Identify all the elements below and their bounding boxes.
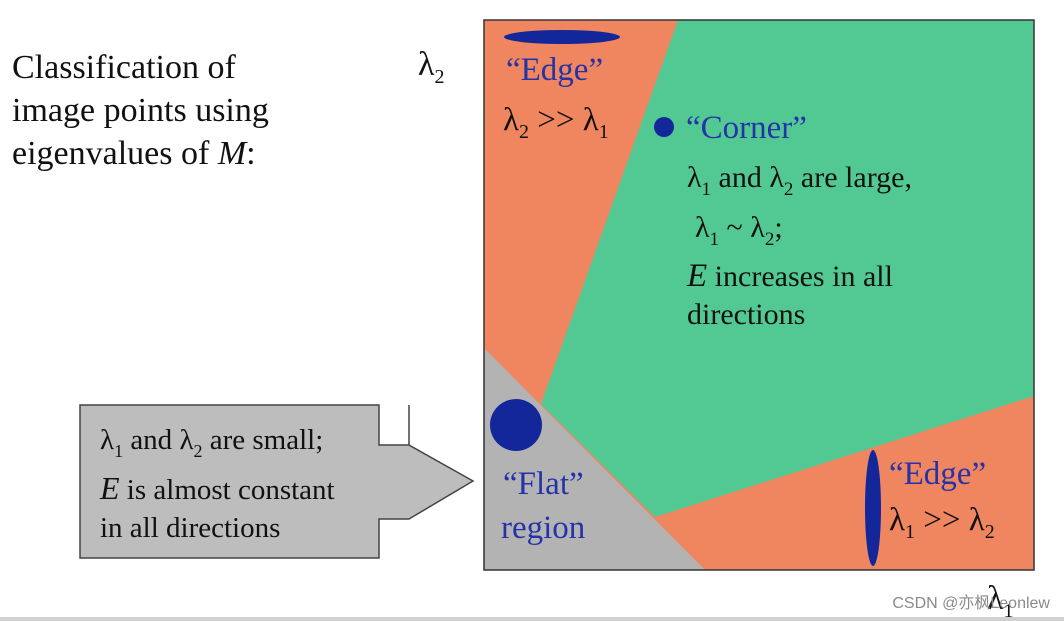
edge-right-title: “Edge” xyxy=(889,456,986,492)
slide-title: Classification of image points using eig… xyxy=(12,46,352,175)
corner-line-1: λ1 and λ2 are large, xyxy=(687,161,912,200)
edge-top-sub-a: 2 xyxy=(519,121,529,143)
y-axis-subscript: 2 xyxy=(435,66,445,88)
corner-l3-text: increases in all xyxy=(707,260,893,293)
callout-l1-sub-b: 2 xyxy=(194,441,203,461)
x-axis-label: λ1 xyxy=(987,580,1014,621)
callout-l1-lambda-b: λ xyxy=(179,424,193,456)
corner-line-2: λ1 ~ λ2; xyxy=(695,211,783,250)
edge-top-sub-b: 1 xyxy=(599,121,609,143)
corner-line-3: E increases in all xyxy=(686,258,893,294)
callout-l1-and: and xyxy=(123,424,179,456)
flat-subtitle: region xyxy=(501,510,585,546)
horizontal-ellipse-marker xyxy=(504,30,620,44)
title-line-2: image points using xyxy=(12,92,269,129)
corner-l1-sub-a: 1 xyxy=(702,179,712,200)
edge-right-condition: λ1 >> λ2 xyxy=(889,502,995,543)
corner-l2-lambda-b: λ xyxy=(750,211,765,244)
corner-l2-lambda-a: λ xyxy=(695,211,710,244)
title-line-1: Classification of xyxy=(12,49,236,86)
watermark: CSDN @亦枫Leonlew xyxy=(892,595,1050,612)
title-colon: : xyxy=(246,135,256,172)
corner-l2-sub-a: 1 xyxy=(710,229,720,250)
corner-region xyxy=(541,20,1034,517)
y-axis-label: λ2 xyxy=(418,46,445,88)
flat-circle-marker xyxy=(490,399,542,451)
x-axis-subscript: 1 xyxy=(1004,600,1014,621)
corner-l2-end: ; xyxy=(774,211,782,244)
corner-l1-sub-b: 2 xyxy=(784,179,794,200)
corner-line-4: directions xyxy=(687,298,805,331)
callout-line-1: λ1 and λ2 are small; xyxy=(100,424,323,461)
corner-energy-symbol: E xyxy=(686,258,707,294)
flat-title: “Flat” xyxy=(503,466,584,502)
diagram-frame xyxy=(483,19,1035,571)
corner-l1-lambda-b: λ xyxy=(769,161,784,194)
flat-region xyxy=(484,348,705,570)
matrix-symbol: M xyxy=(217,135,247,172)
corner-l1-and: and xyxy=(711,161,769,194)
edge-top-condition: λ2 >> λ1 xyxy=(503,102,609,143)
callout-l2-text: is almost constant xyxy=(120,474,335,506)
corner-title: “Corner” xyxy=(686,110,807,146)
edge-top-operator: >> xyxy=(529,102,583,138)
callout-arrow-box xyxy=(79,404,475,559)
edge-top-title: “Edge” xyxy=(506,52,603,88)
edge-top-lambda-b: λ xyxy=(583,102,599,138)
title-line-3-text: eigenvalues of xyxy=(12,135,218,172)
corner-dot-marker xyxy=(654,117,674,137)
callout-l1-lambda-a: λ xyxy=(100,424,114,456)
callout-energy-symbol: E xyxy=(99,470,120,506)
y-axis-lambda: λ xyxy=(418,46,435,83)
callout-l1-end: are small; xyxy=(203,424,324,456)
edge-top-lambda-a: λ xyxy=(503,102,519,138)
edge-right-sub-b: 2 xyxy=(985,521,995,543)
edge-right-lambda-b: λ xyxy=(969,502,985,538)
corner-l2-sub-b: 2 xyxy=(765,229,775,250)
callout-line-2: E is almost constant xyxy=(99,470,335,506)
bottom-divider xyxy=(0,617,1064,621)
callout-l1-sub-a: 1 xyxy=(114,441,123,461)
edge-right-lambda-a: λ xyxy=(889,502,905,538)
corner-l1-lambda-a: λ xyxy=(687,161,702,194)
corner-l1-end: are large, xyxy=(793,161,912,194)
edge-right-sub-a: 1 xyxy=(905,521,915,543)
callout-line-3: in all directions xyxy=(100,512,280,544)
corner-l2-tilde: ~ xyxy=(719,211,750,244)
x-axis-lambda: λ xyxy=(987,580,1004,617)
title-line-3: eigenvalues of M: xyxy=(12,132,352,175)
vertical-ellipse-marker xyxy=(865,450,881,566)
edge-right-operator: >> xyxy=(915,502,969,538)
